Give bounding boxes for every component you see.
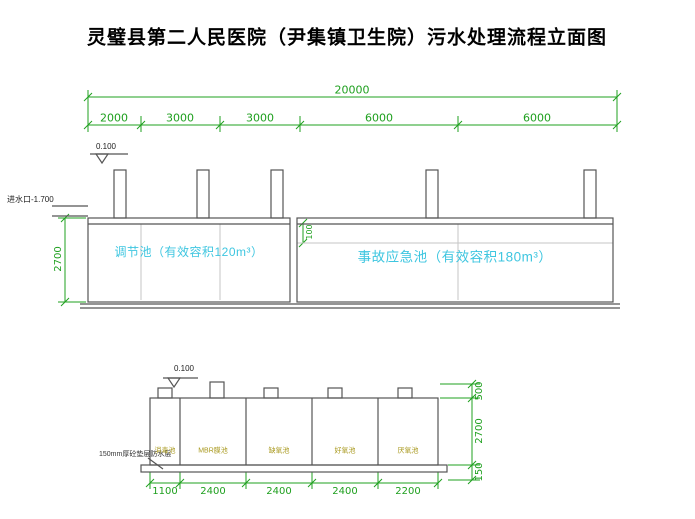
tank-label-emergency: 事故应急池（有效容积180m³）: [357, 249, 553, 265]
bottom-dim-label: 1100: [152, 486, 178, 497]
segment-dim-label: 3000: [246, 111, 274, 125]
level-mark-lower: 0.100: [173, 364, 195, 373]
right-dim-label: 2700: [474, 418, 485, 444]
height-dim-upper: 2700: [53, 246, 64, 272]
segment-dim-label: 6000: [523, 111, 551, 125]
compartment-label: 消毒池: [154, 447, 176, 455]
segment-dim-label: 3000: [166, 111, 194, 125]
tank-label-regulating: 调节池（有效容积120m³）: [114, 245, 264, 259]
total-dim-label: 20000: [334, 83, 370, 97]
bottom-dim-label: 2200: [395, 486, 421, 497]
compartment-label: 缺氧池: [268, 447, 290, 455]
drawing-title: 灵璧县第二人民医院（尹集镇卫生院）污水处理流程立面图: [86, 27, 608, 49]
segment-dim-label: 6000: [365, 111, 393, 125]
compartment-label: MBR膜池: [198, 447, 228, 455]
level-mark-upper: 0.100: [95, 142, 117, 151]
base-note: 150mm厚砼垫层防水层: [99, 451, 172, 458]
inlet-label: 进水口-1.700: [7, 195, 54, 204]
segment-dim-label: 2000: [100, 111, 128, 125]
bottom-dim-label: 2400: [332, 486, 358, 497]
compartment-label: 好氧池: [334, 447, 356, 455]
bottom-dim-label: 2400: [200, 486, 226, 497]
freeboard-dim: 100: [305, 224, 314, 240]
right-dim-label: 150: [474, 462, 485, 482]
bottom-dim-label: 2400: [266, 486, 292, 497]
right-dim-label: 500: [474, 381, 485, 401]
compartment-label: 厌氧池: [397, 447, 419, 455]
